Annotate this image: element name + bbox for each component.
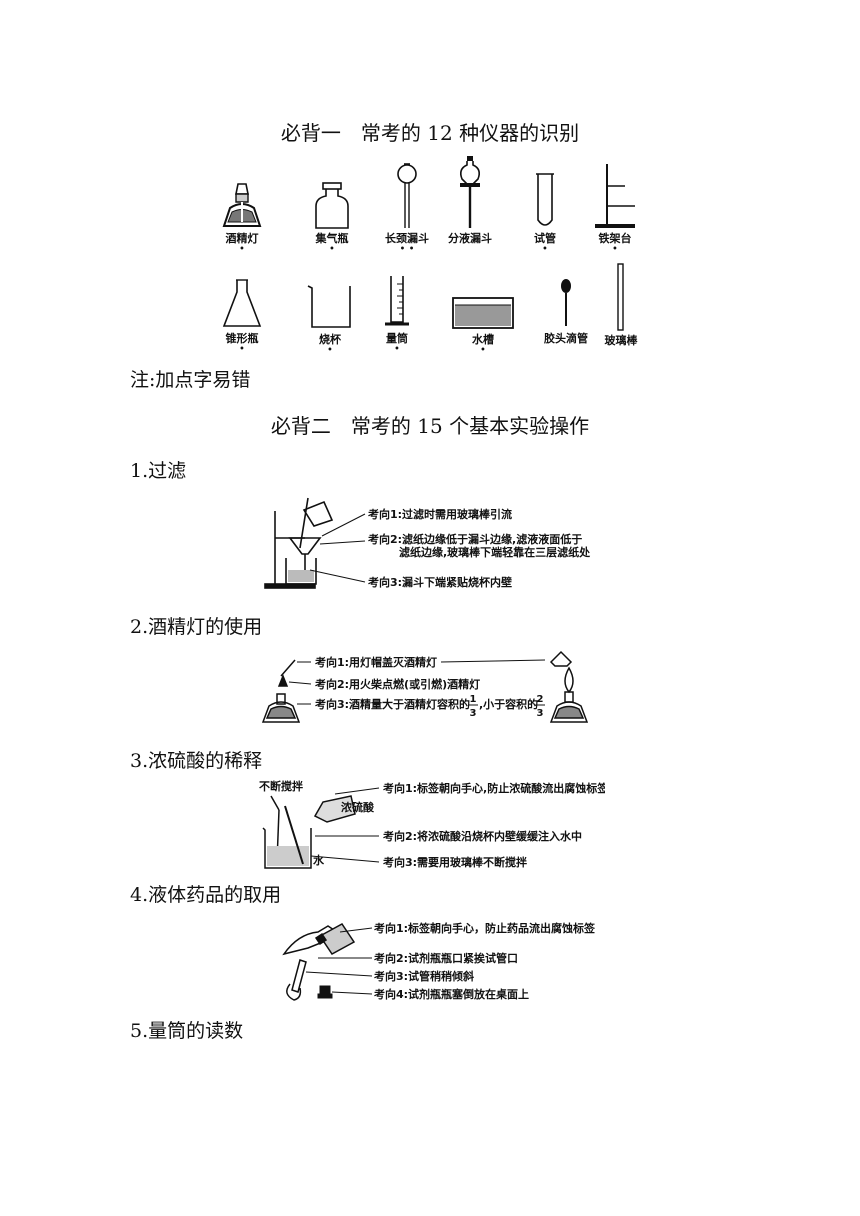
- instrument-test-tube: 试管 •: [515, 172, 575, 255]
- instrument-label: 分液漏斗: [448, 232, 492, 245]
- test-tube-icon: [536, 173, 554, 226]
- instrument-label: 锥形瓶: [225, 332, 259, 345]
- item-heading-filtration: 1.过滤: [130, 460, 187, 482]
- alcohol-lamp-note-3-cont: ,小于容积的: [479, 697, 538, 711]
- lit-alcohol-lamp-icon: [549, 666, 589, 723]
- error-dot-marks: •: [239, 244, 245, 255]
- instrument-label: 水槽: [472, 333, 494, 346]
- instrument-label: 玻璃棒: [604, 334, 638, 347]
- water-trough-icon: [452, 297, 514, 329]
- bottle-stopper-icon: [317, 985, 333, 999]
- instrument-label: 铁架台: [598, 232, 632, 245]
- instrument-gas-bottle: 集气瓶 •: [302, 180, 362, 255]
- liquid-reagents-figure: 考向1:标签朝向手心，防止药品流出腐蚀标签 考向2:试剂瓶瓶口紧挨试管口 考向3…: [282, 921, 596, 1001]
- item-heading-cylinder-reading: 5.量筒的读数: [130, 1020, 244, 1042]
- error-dot-marks: [534, 346, 598, 354]
- instrument-alcohol-lamp: 酒精灯 •: [212, 180, 272, 255]
- error-dot-marks: •: [329, 244, 335, 255]
- acid-dilution-note-2: 考向2:将浓硫酸沿烧杯内壁缓缓注入水中: [383, 829, 582, 843]
- instrument-graduated-cylinder: 量筒 •: [367, 274, 427, 355]
- liquid-reagents-note-3: 考向3:试管稍稍倾斜: [374, 969, 474, 983]
- error-dot-marks: •: [612, 244, 618, 255]
- filtration-note-2-cont: 滤纸边缘,玻璃棒下端轻靠在三层滤纸处: [399, 545, 591, 559]
- alcohol-lamp-note-2: 考向2:用火柴点燃(或引燃)酒精灯: [315, 677, 480, 691]
- acid-dilution-figure: 不断搅拌 浓硫酸 水 考向1:标签朝向手心,防止浓硫酸流出腐蚀标签 考向2:将浓…: [259, 779, 605, 869]
- instrument-label: 酒精灯: [225, 232, 259, 245]
- acid-dilution-note-1: 考向1:标签朝向手心,防止浓硫酸流出腐蚀标签: [383, 781, 605, 795]
- iron-stand-icon: [595, 164, 635, 228]
- instrument-label: 长颈漏斗: [385, 232, 429, 245]
- beaker-with-rod-icon: [262, 795, 312, 869]
- alcohol-lamp-figure: 考向1:用灯帽盖灭酒精灯 考向2:用火柴点燃(或引燃)酒精灯 考向3:酒精量大于…: [261, 650, 589, 723]
- error-prone-note: 注:加点字易错: [130, 369, 251, 391]
- reagent-bottle-icon: [314, 923, 356, 955]
- separatory-funnel-icon: [460, 156, 480, 228]
- filtration-figure: 考向1:过滤时需用玻璃棒引流 考向2:滤纸边缘低于漏斗边缘,滤液液面低于 滤纸边…: [264, 497, 591, 589]
- filtration-note-3: 考向3:漏斗下端紧贴烧杯内壁: [368, 575, 512, 589]
- acid-bottle-icon: [313, 795, 356, 823]
- fraction-1-numerator: 1: [470, 694, 477, 705]
- instrument-label: 集气瓶: [315, 232, 349, 245]
- error-dot-marks: • •: [399, 244, 415, 255]
- acid-label: 浓硫酸: [341, 800, 375, 814]
- gas-bottle-icon: [315, 182, 349, 229]
- dropper-icon: [561, 279, 571, 326]
- fraction-2-numerator: 2: [537, 694, 544, 705]
- filtration-apparatus-icon: [264, 497, 334, 589]
- alcohol-lamp-note-3: 考向3:酒精量大于酒精灯容积的: [315, 697, 470, 711]
- instrument-glass-rod: 玻璃棒: [596, 262, 646, 348]
- instrument-water-trough: 水槽 •: [450, 295, 516, 356]
- item-heading-alcohol-lamp: 2.酒精灯的使用: [130, 616, 263, 638]
- instrument-conical-flask: 锥形瓶 •: [212, 278, 272, 355]
- fraction-2-denominator: 3: [537, 708, 544, 719]
- stir-label: 不断搅拌: [259, 779, 303, 793]
- conical-flask-icon: [222, 279, 262, 327]
- error-dot-marks: •: [480, 345, 486, 356]
- section1-title: 必背一 常考的 12 种仪器的识别: [280, 121, 580, 145]
- item-heading-liquid-reagents: 4.液体药品的取用: [130, 884, 282, 906]
- alcohol-lamp-note-1: 考向1:用灯帽盖灭酒精灯: [315, 655, 437, 669]
- alcohol-lamp-icon: [261, 659, 301, 723]
- water-label: 水: [313, 853, 325, 867]
- instrument-iron-stand: 铁架台 •: [585, 162, 645, 255]
- instrument-label: 烧杯: [319, 333, 341, 346]
- alcohol-lamp-icon: [222, 183, 262, 227]
- liquid-reagents-note-1: 考向1:标签朝向手心，防止药品流出腐蚀标签: [374, 921, 596, 935]
- instrument-dropper: 胶头滴管: [534, 276, 598, 354]
- instrument-separatory-funnel: 分液漏斗: [440, 155, 500, 254]
- instrument-label: 量筒: [386, 332, 408, 345]
- long-neck-funnel-icon: [397, 163, 417, 228]
- acid-dilution-note-3: 考向3:需要用玻璃棒不断搅拌: [383, 855, 527, 869]
- instrument-beaker: 烧杯 •: [295, 283, 365, 356]
- graduated-cylinder-icon: [385, 276, 409, 326]
- error-dot-marks: •: [542, 244, 548, 255]
- error-dot-marks: •: [239, 344, 245, 355]
- instrument-label: 胶头滴管: [544, 332, 588, 345]
- error-dot-marks: •: [327, 345, 333, 356]
- error-dot-marks: [440, 246, 500, 254]
- filtration-note-1: 考向1:过滤时需用玻璃棒引流: [368, 507, 512, 521]
- filtration-note-2: 考向2:滤纸边缘低于漏斗边缘,滤液液面低于: [368, 532, 582, 546]
- fraction-1-denominator: 3: [470, 708, 477, 719]
- glass-rod-icon: [617, 263, 624, 331]
- instrument-label: 试管: [534, 232, 556, 245]
- liquid-reagents-note-2: 考向2:试剂瓶瓶口紧挨试管口: [374, 951, 518, 965]
- beaker-icon: [307, 285, 351, 328]
- lamp-cap-icon: [549, 650, 573, 667]
- instrument-long-neck-funnel: 长颈漏斗 • •: [377, 162, 437, 255]
- section2-title: 必背二 常考的 15 个基本实验操作: [270, 414, 590, 438]
- error-dot-marks: •: [394, 344, 400, 355]
- liquid-reagents-note-4: 考向4:试剂瓶瓶塞倒放在桌面上: [374, 987, 529, 1001]
- item-heading-acid-dilution: 3.浓硫酸的稀释: [130, 750, 263, 772]
